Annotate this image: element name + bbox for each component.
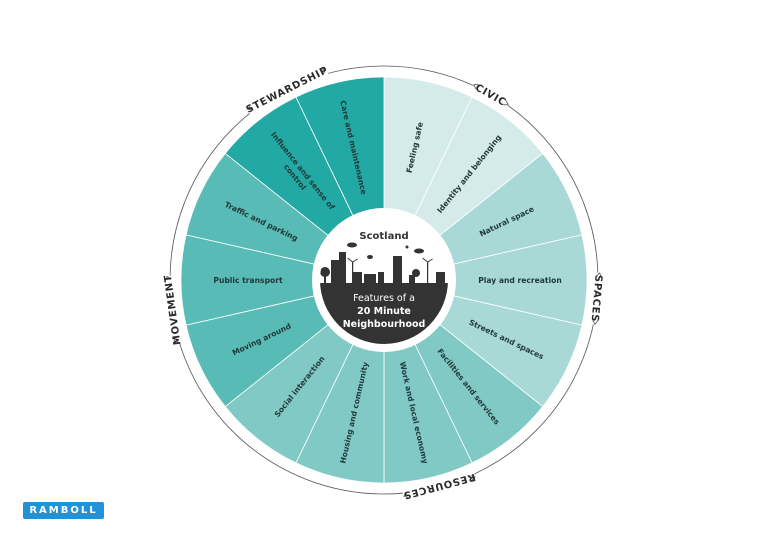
category-label-backdrop xyxy=(244,63,330,116)
arrowhead-icon xyxy=(173,338,180,344)
category-label-backdrop xyxy=(160,275,184,345)
ramboll-logo: RAMBOLL xyxy=(23,502,104,519)
category-label-backdrop xyxy=(470,78,512,111)
arrowhead-icon xyxy=(473,84,479,90)
center-title-line1: Features of a xyxy=(353,293,415,304)
region-label: Scotland xyxy=(359,231,408,242)
logo-text: RAMBOLL xyxy=(29,505,98,516)
category-label-backdrop xyxy=(401,470,477,504)
arrowhead-icon xyxy=(247,105,253,111)
arrowhead-icon xyxy=(165,275,171,281)
segment-label: Play and recreation xyxy=(478,276,562,285)
center-title-line2: 20 Minute xyxy=(357,306,411,317)
arrowhead-icon xyxy=(470,475,476,481)
center-title-line3: Neighbourhood xyxy=(343,319,426,330)
arrowhead-icon xyxy=(403,492,409,499)
arrowhead-icon xyxy=(321,68,327,74)
category-label-backdrop xyxy=(587,272,607,326)
skyline-illustration xyxy=(320,242,445,284)
segment-label-line: Public transport xyxy=(213,276,283,285)
category-label-spaces: SPACES xyxy=(589,274,604,322)
segment-label: Public transport xyxy=(213,276,283,285)
center-badge: Scotland Features of a 20 Minute Neighbo… xyxy=(312,208,456,352)
segment-label-line: Play and recreation xyxy=(478,276,562,285)
arrowhead-icon xyxy=(596,272,602,278)
arrowhead-icon xyxy=(503,100,509,106)
arrowhead-icon xyxy=(592,320,599,325)
